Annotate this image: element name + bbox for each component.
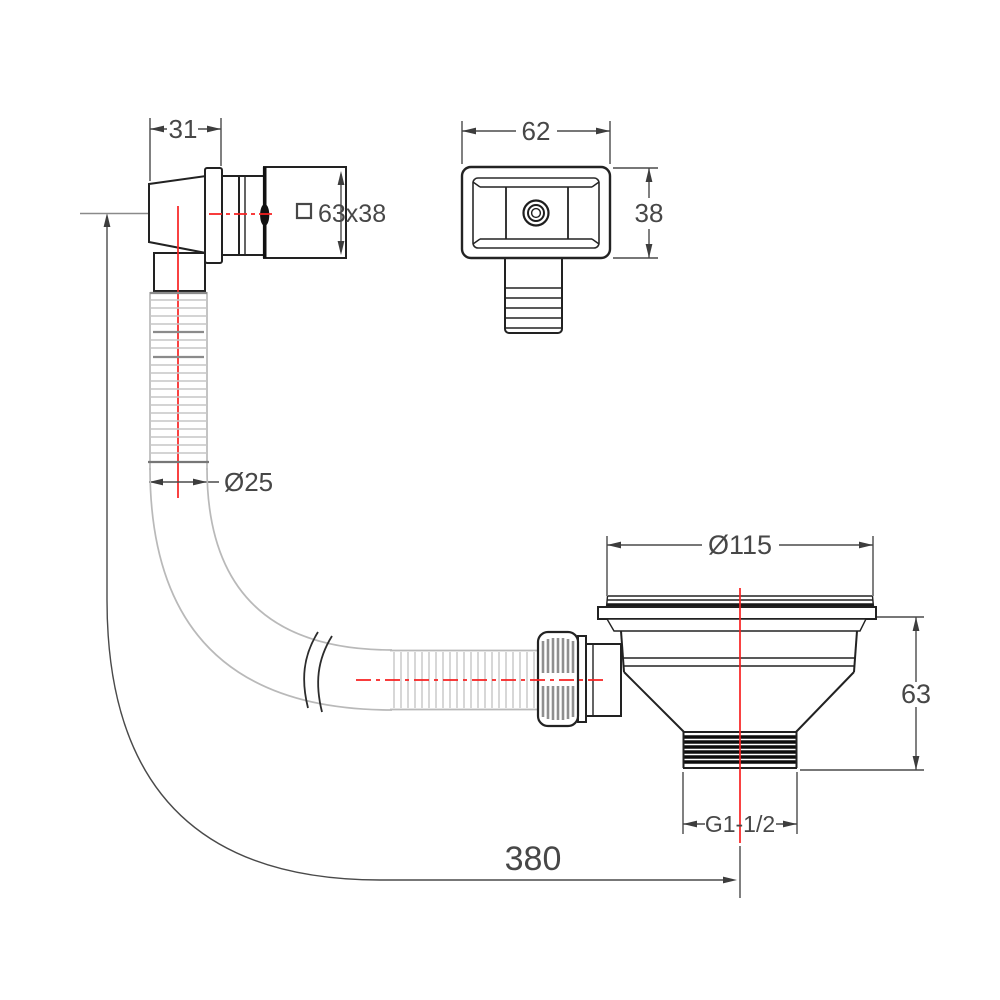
dim-strainer-height: 63 [800, 616, 931, 771]
square-section-icon [295, 202, 313, 220]
dim-hose-length: 380 [103, 213, 741, 898]
overflow-fitting-front-view [460, 165, 612, 334]
overflow-face-height-label: 38 [635, 198, 664, 228]
overflow-outlet-edge [260, 204, 270, 226]
strainer-height-label: 63 [901, 679, 931, 709]
pipe-break-mark [303, 631, 333, 713]
strainer-body [597, 595, 877, 769]
hose-length-label: 380 [505, 840, 562, 878]
overflow-barb-side [153, 252, 206, 292]
outlet-thread-label: G1-1/2 [705, 811, 775, 837]
strainer-diameter-label: Ø115 [708, 530, 772, 560]
overflow-screw [522, 199, 550, 227]
dim-hose-diameter: Ø25 [149, 467, 273, 497]
overflow-window [472, 177, 600, 249]
dim-strainer-diameter: Ø115 [606, 530, 874, 596]
hose-nut-assembly [536, 630, 622, 728]
overflow-body-section-label: 63x38 [318, 200, 386, 228]
corrugated-hose-vertical [148, 291, 209, 470]
dim-outlet-thread: G1-1/2 [682, 772, 798, 837]
overflow-fitting-side-view [148, 166, 347, 292]
nut-ring [577, 635, 587, 723]
overflow-face-width-label: 62 [522, 116, 551, 146]
dim-overflow-body-section: 63x38 [295, 171, 386, 255]
hose-diameter-label: Ø25 [224, 467, 273, 497]
dim-overflow-face-height: 38 [613, 167, 664, 259]
hose-bend [149, 467, 393, 711]
overflow-barb-front [504, 249, 563, 334]
overflow-window-bevels [472, 181, 600, 245]
nut-knurling [541, 638, 575, 720]
overflow-width-label: 31 [169, 114, 198, 144]
overflow-flange [204, 167, 223, 264]
overflow-face-plate [460, 165, 612, 260]
strainer-flange [597, 606, 877, 620]
dim-overflow-face-width: 62 [461, 116, 611, 164]
overflow-body-block [263, 166, 347, 259]
dim-overflow-width: 31 [149, 114, 222, 181]
